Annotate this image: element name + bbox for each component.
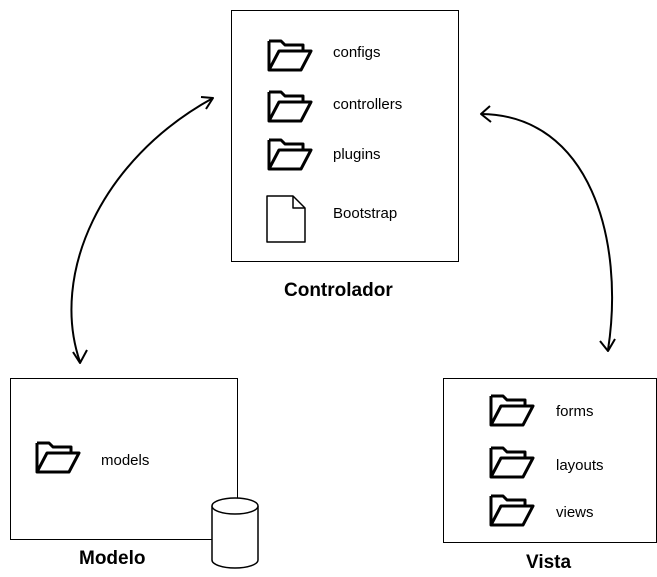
vista-title: Vista (526, 552, 572, 573)
arrow-controlador-vista (480, 113, 614, 351)
arrowhead-icon (599, 338, 616, 352)
file-icon (266, 195, 306, 243)
folder-label-plugins: plugins (333, 146, 381, 163)
folder-icon (267, 39, 313, 72)
folder-label-layouts: layouts (556, 457, 604, 474)
folder-icon (489, 446, 535, 479)
folder-icon (267, 138, 313, 171)
arrowhead-icon (480, 105, 492, 123)
file-label-bootstrap: Bootstrap (333, 205, 398, 222)
folder-label-views: views (556, 504, 594, 521)
database-icon (211, 497, 259, 569)
arrow-modelo-controlador (70, 97, 214, 363)
modelo-box (10, 378, 238, 540)
folder-label-configs: configs (333, 44, 381, 61)
folder-icon (35, 441, 81, 474)
arrowhead-icon (72, 349, 88, 364)
folder-label-controllers: controllers (333, 96, 403, 113)
modelo-title: Modelo (79, 548, 146, 569)
controlador-title: Controlador (284, 280, 393, 301)
arrowhead-icon (200, 96, 214, 110)
folder-icon (489, 494, 535, 527)
vista-box (443, 378, 657, 543)
folder-icon (489, 394, 535, 427)
folder-label-forms: forms (556, 403, 594, 420)
folder-label-models: models (101, 452, 150, 469)
folder-icon (267, 90, 313, 123)
